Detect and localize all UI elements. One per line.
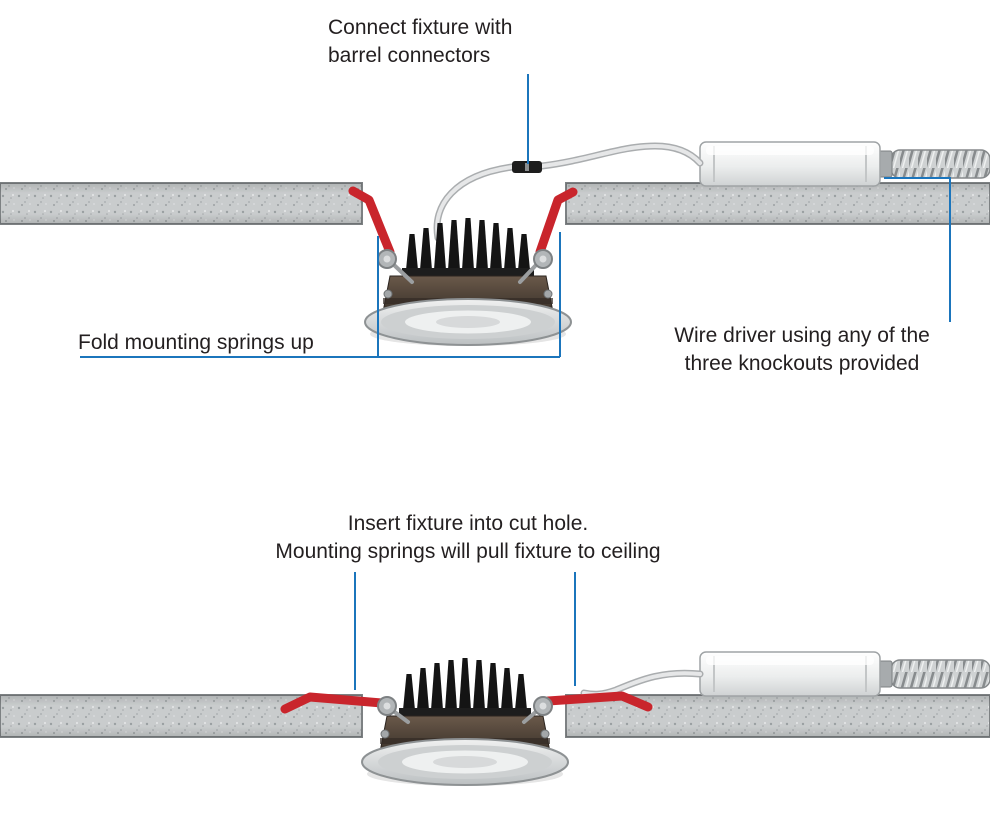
callout-wire-driver-line2: three knockouts provided (684, 352, 920, 375)
ceiling-upper (0, 182, 990, 225)
callout-insert-line2: Mounting springs will pull fixture to ce… (275, 540, 661, 563)
wiring-lower (580, 669, 704, 698)
mounting-spring-right-flat (522, 691, 653, 724)
mounting-spring-left-flat (280, 692, 410, 724)
callout-insert-line1: Insert fixture into cut hole. (347, 512, 589, 535)
leader-line-fold (80, 232, 561, 358)
callout-connect-line2: barrel connectors (328, 44, 491, 67)
callout-connect-fixture: Connect fixture with barrel connectors (328, 14, 512, 70)
barrel-connector (512, 161, 542, 173)
mounting-spring-right-up (518, 187, 578, 284)
driver-box-upper (699, 141, 881, 187)
driver-box-lower (699, 651, 881, 697)
callout-fold-text: Fold mounting springs up (78, 331, 314, 354)
leader-line-wire-driver (884, 177, 951, 322)
callout-wire-driver: Wire driver using any of the three knock… (648, 322, 956, 378)
callout-connect-line1: Connect fixture with (328, 16, 513, 39)
conduit-lower (875, 659, 990, 689)
fixture-upper (364, 217, 572, 347)
callout-insert-fixture: Insert fixture into cut hole. Mounting s… (238, 510, 698, 566)
fixture-lower (361, 657, 569, 787)
mounting-spring-left-up (348, 186, 414, 284)
conduit-upper (875, 149, 990, 179)
callout-fold-springs: Fold mounting springs up (78, 329, 314, 357)
callout-wire-driver-line1: Wire driver using any of the (674, 324, 930, 347)
